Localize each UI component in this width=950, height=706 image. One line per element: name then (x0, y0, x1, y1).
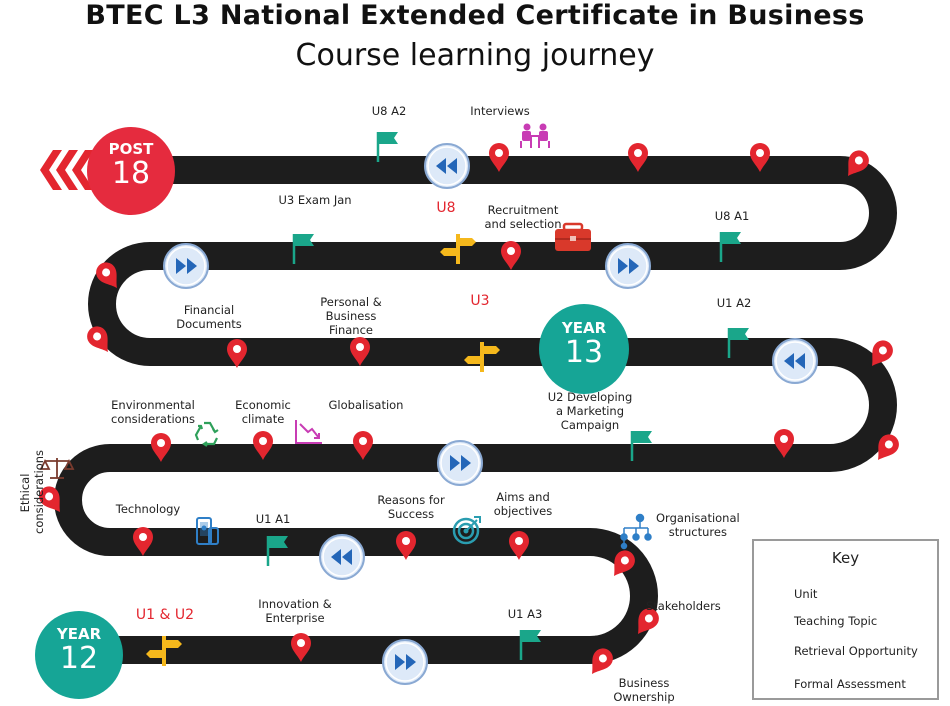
year12-badge-num: 12 (59, 641, 99, 676)
key-unit-label: Unit (794, 587, 818, 601)
target-icon (452, 516, 481, 545)
label-financial-documents: Financial Documents (176, 303, 242, 331)
year-12-badge: YEAR 12 (35, 611, 123, 699)
briefcase-icon (555, 222, 591, 251)
retrieval-icon-row2-left (163, 243, 209, 289)
scales-icon (39, 458, 75, 479)
label-u1-a3: U1 A3 (507, 607, 543, 621)
road (54, 156, 897, 664)
org-structure-icon (620, 513, 652, 550)
year13-badge-num: 13 (564, 335, 604, 370)
label-aims-objectives: Aims and objectives (493, 490, 553, 518)
page-title: BTEC L3 National Extended Certificate in… (85, 0, 865, 31)
label-recruitment: Recruitment and selection (484, 203, 562, 231)
key-formal-assessment-label: Formal Assessment (794, 677, 906, 691)
label-ethical: Ethical considerations (18, 449, 46, 534)
page-subtitle: Course learning journey (295, 38, 655, 73)
label-innovation: Innovation & Enterprise (258, 597, 332, 625)
label-interviews: Interviews (470, 104, 530, 118)
label-u3-exam: U3 Exam Jan (278, 193, 352, 207)
label-reasons-success: Reasons for Success (377, 493, 445, 521)
label-stakeholders: Stakeholders (646, 599, 721, 613)
post-18-badge: POST 18 (87, 127, 175, 215)
retrieval-icon-row6 (382, 639, 428, 685)
label-personal-finance: Personal & Business Finance (320, 295, 382, 337)
retrieval-opportunities (163, 143, 818, 685)
label-u2-marketing: U2 Developing a Marketing Campaign (547, 390, 633, 432)
post-badge-num: 18 (111, 156, 151, 191)
label-globalisation: Globalisation (328, 398, 404, 412)
key-legend: Key Unit Teaching Topic Retrieval Opport… (752, 539, 939, 700)
retrieval-icon-row3 (772, 338, 818, 384)
year-13-badge: YEAR 13 (539, 304, 629, 394)
interviews-icon (520, 123, 550, 148)
retrieval-icon-row5 (319, 534, 365, 580)
key-retrieval-label: Retrieval Opportunity (794, 644, 918, 658)
key-title: Key (831, 549, 860, 567)
label-u8-a1: U8 A1 (714, 209, 750, 223)
exit-chevrons (40, 150, 94, 190)
label-u1-a1: U1 A1 (255, 512, 291, 526)
label-u8-a2: U8 A2 (371, 104, 407, 118)
retrieval-icon-row1 (424, 143, 470, 189)
label-u3-unit: U3 (470, 293, 490, 309)
post-badge-top: POST (108, 140, 154, 158)
label-u1-a2: U1 A2 (716, 296, 752, 310)
label-technology: Technology (115, 502, 181, 516)
year12-badge-top: YEAR (56, 625, 102, 643)
year13-badge-top: YEAR (561, 319, 607, 337)
label-org-structures: Organisational structures (656, 511, 740, 539)
label-u8-unit: U8 (436, 200, 456, 216)
key-teaching-topic-label: Teaching Topic (794, 614, 878, 628)
recycle-icon (194, 421, 219, 447)
phone-tablet-icon (196, 517, 219, 545)
label-economic-climate: Economic climate (235, 398, 291, 426)
label-business-ownership: Business Ownership (613, 676, 675, 704)
label-environmental: Environmental considerations (110, 398, 196, 426)
retrieval-icon-row4 (437, 440, 483, 486)
retrieval-icon-row2-right (605, 243, 651, 289)
label-u1-u2-unit: U1 & U2 (135, 607, 195, 623)
chart-down-icon (295, 420, 322, 444)
